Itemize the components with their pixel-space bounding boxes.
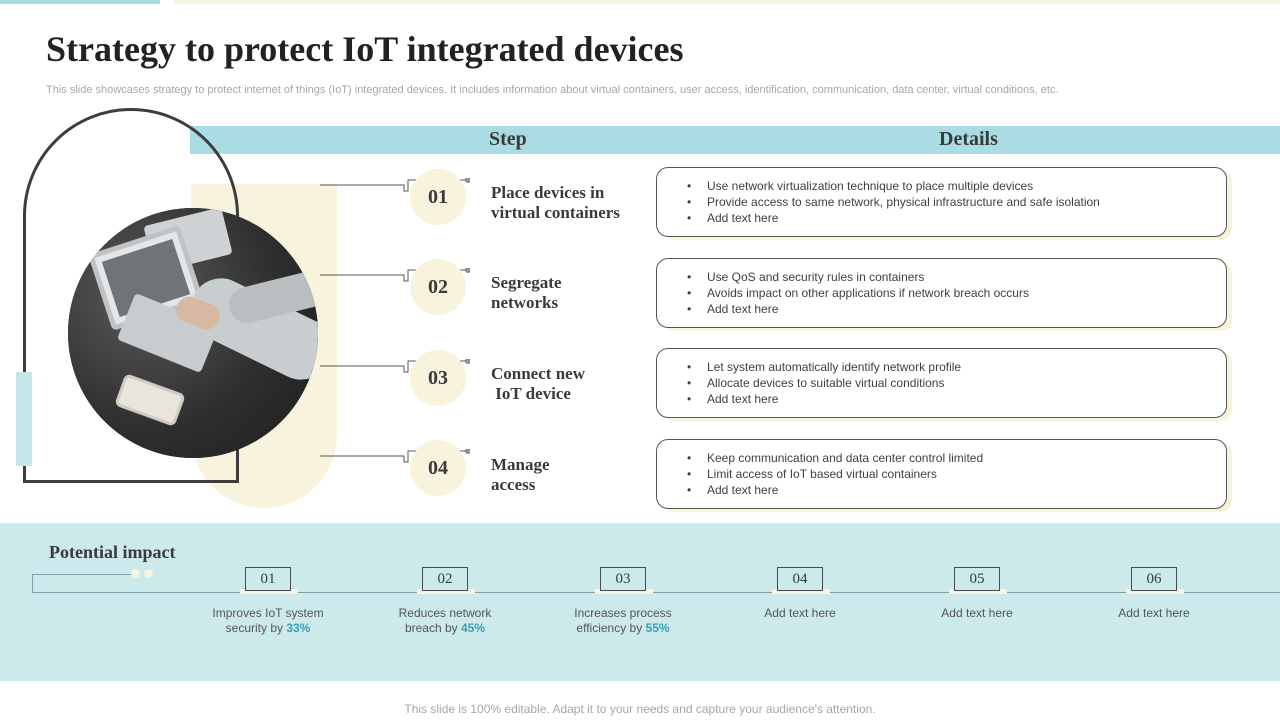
impact-number-shadow-02 bbox=[417, 589, 475, 594]
footer-note: This slide is 100% editable. Adapt it to… bbox=[404, 702, 876, 716]
impact-number-shadow-06 bbox=[1126, 589, 1184, 594]
detail-item: Limit access of IoT based virtual contai… bbox=[687, 466, 1226, 482]
impact-number-04: 04 bbox=[777, 567, 823, 591]
impact-text-line: efficiency by bbox=[576, 621, 646, 635]
impact-number-shadow-03 bbox=[595, 589, 653, 594]
step-number-03: 03 bbox=[410, 350, 466, 406]
detail-item: Use QoS and security rules in containers bbox=[687, 269, 1226, 285]
impact-percent-01: 33% bbox=[286, 621, 311, 635]
table-header-band bbox=[190, 126, 1280, 154]
detail-item: Add text here bbox=[687, 210, 1226, 226]
detail-box-03: Let system automatically identify networ… bbox=[656, 348, 1227, 418]
impact-timeline bbox=[32, 592, 1280, 593]
detail-item: Allocate devices to suitable virtual con… bbox=[687, 375, 1226, 391]
detail-item: Add text here bbox=[687, 301, 1226, 317]
page-subtitle: This slide showcases strategy to protect… bbox=[46, 84, 1059, 96]
detail-box-01: Use network virtualization technique to … bbox=[656, 167, 1227, 237]
detail-box-04: Keep communication and data center contr… bbox=[656, 439, 1227, 509]
impact-number-shadow-04 bbox=[772, 589, 830, 594]
decorative-blue-bar bbox=[16, 372, 32, 466]
top-accent-bar-right bbox=[174, 0, 1280, 4]
impact-text-line: Increases process bbox=[574, 606, 672, 620]
detail-item: Add text here bbox=[687, 391, 1226, 407]
detail-item: Keep communication and data center contr… bbox=[687, 450, 1226, 466]
step-number-01: 01 bbox=[410, 169, 466, 225]
step-label-04: Manage access bbox=[491, 455, 550, 494]
top-accent-bar-left bbox=[0, 0, 160, 4]
impact-number-shadow-01 bbox=[240, 589, 298, 594]
impact-text-03: Increases process efficiency by 55% bbox=[548, 606, 698, 636]
detail-item: Provide access to same network, physical… bbox=[687, 194, 1226, 210]
impact-title: Potential impact bbox=[49, 542, 176, 562]
detail-item: Use network virtualization technique to … bbox=[687, 178, 1226, 194]
impact-text-06: Add text here bbox=[1079, 606, 1229, 621]
detail-item: Add text here bbox=[687, 482, 1226, 498]
step-label-03: Connect new IoT device bbox=[491, 364, 585, 403]
impact-number-06: 06 bbox=[1131, 567, 1177, 591]
impact-text-line: security by bbox=[225, 621, 287, 635]
timeline-hook bbox=[32, 574, 132, 593]
impact-text-01: Improves IoT system security by 33% bbox=[193, 606, 343, 636]
impact-text-line: Add text here bbox=[941, 606, 1013, 620]
detail-item: Avoids impact on other applications if n… bbox=[687, 285, 1226, 301]
step-label-01: Place devices in virtual containers bbox=[491, 183, 620, 222]
impact-text-line: breach by bbox=[404, 621, 461, 635]
impact-number-01: 01 bbox=[245, 567, 291, 591]
page-title: Strategy to protect IoT integrated devic… bbox=[46, 29, 684, 69]
impact-text-line: Improves IoT system bbox=[212, 606, 324, 620]
impact-band bbox=[0, 523, 1280, 681]
details-column-header: Details bbox=[939, 128, 998, 150]
step-column-header: Step bbox=[489, 128, 527, 150]
detail-box-02: Use QoS and security rules in containers… bbox=[656, 258, 1227, 328]
impact-text-05: Add text here bbox=[902, 606, 1052, 621]
impact-number-shadow-05 bbox=[949, 589, 1007, 594]
impact-text-line: Add text here bbox=[764, 606, 836, 620]
step-number-04: 04 bbox=[410, 440, 466, 496]
impact-text-02: Reduces network breach by 45% bbox=[370, 606, 520, 636]
impact-number-02: 02 bbox=[422, 567, 468, 591]
impact-percent-03: 55% bbox=[645, 621, 670, 635]
laptop-photo bbox=[68, 208, 318, 458]
step-number-02: 02 bbox=[410, 259, 466, 315]
impact-text-line: Add text here bbox=[1118, 606, 1190, 620]
detail-item: Let system automatically identify networ… bbox=[687, 359, 1226, 375]
impact-text-04: Add text here bbox=[725, 606, 875, 621]
impact-percent-02: 45% bbox=[461, 621, 486, 635]
timeline-dot bbox=[131, 569, 140, 578]
impact-text-line: Reduces network bbox=[398, 606, 492, 620]
impact-number-03: 03 bbox=[600, 567, 646, 591]
step-label-02: Segregate networks bbox=[491, 273, 562, 312]
impact-number-05: 05 bbox=[954, 567, 1000, 591]
timeline-dot bbox=[144, 569, 153, 578]
